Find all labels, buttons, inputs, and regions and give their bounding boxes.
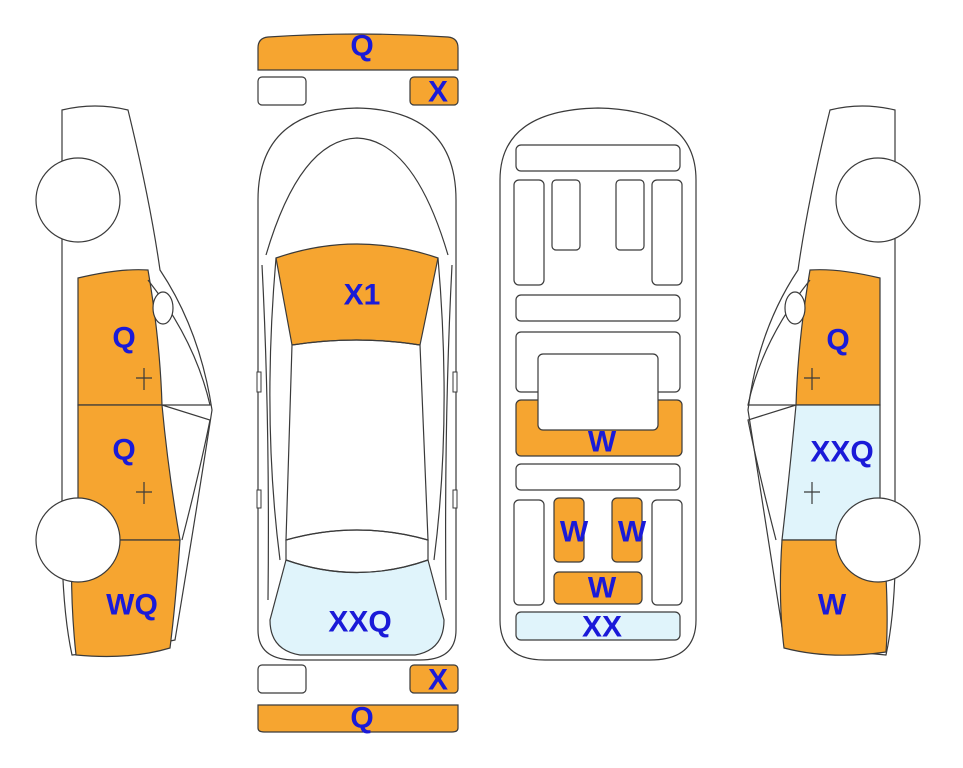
rear-bumper-panel[interactable] — [257, 704, 459, 733]
interior-lower-box-label: W — [588, 572, 617, 605]
car-top-outline — [257, 107, 457, 661]
rear-left-small-panel[interactable] — [257, 664, 307, 694]
interior-bottom-panel[interactable] — [515, 611, 681, 641]
interior-left-box[interactable] — [553, 497, 585, 563]
right-rear-wheel — [835, 497, 921, 583]
windshield-label: X1 — [344, 279, 381, 312]
front-left-small-panel[interactable] — [257, 76, 307, 106]
front-bumper-panel[interactable] — [257, 33, 459, 71]
front-right-small-panel[interactable] — [409, 76, 459, 106]
interior-right-box[interactable] — [611, 497, 643, 563]
right-front-door-label: Q — [826, 324, 849, 357]
left-rear-door-label: Q — [112, 434, 135, 467]
rear-window-label: XXQ — [328, 606, 391, 639]
rear-right-small-panel[interactable] — [409, 664, 459, 694]
front-parts: Q X — [257, 30, 459, 109]
left-rear-quarter-label: WQ — [106, 589, 158, 622]
interior-middle-label: W — [588, 426, 617, 459]
car-left-side-view: Q Q WQ — [35, 105, 213, 658]
car-interior-view: W W W W XX — [499, 107, 697, 661]
front-right-small-label: X — [428, 76, 448, 109]
car-right-side-view: Q XXQ W — [747, 105, 921, 656]
interior-bottom-label: XX — [582, 611, 622, 644]
rear-parts: X Q — [257, 664, 459, 735]
car-top-view: X1 XXQ — [256, 107, 458, 661]
left-front-door-label: Q — [112, 322, 135, 355]
right-front-door[interactable] — [795, 269, 881, 406]
right-rear-quarter-label: W — [818, 589, 847, 622]
right-rear-door-label: XXQ — [810, 436, 873, 469]
left-front-door[interactable] — [77, 269, 163, 406]
right-front-wheel — [835, 157, 921, 243]
rear-right-small-label: X — [428, 664, 448, 697]
front-bumper-label: Q — [350, 30, 373, 63]
left-rear-wheel — [35, 497, 121, 583]
interior-left-box-label: W — [560, 516, 589, 549]
interior-right-box-label: W — [618, 516, 647, 549]
rear-bumper-label: Q — [350, 702, 373, 735]
left-front-wheel — [35, 157, 121, 243]
interior-lower-box[interactable] — [553, 571, 643, 605]
